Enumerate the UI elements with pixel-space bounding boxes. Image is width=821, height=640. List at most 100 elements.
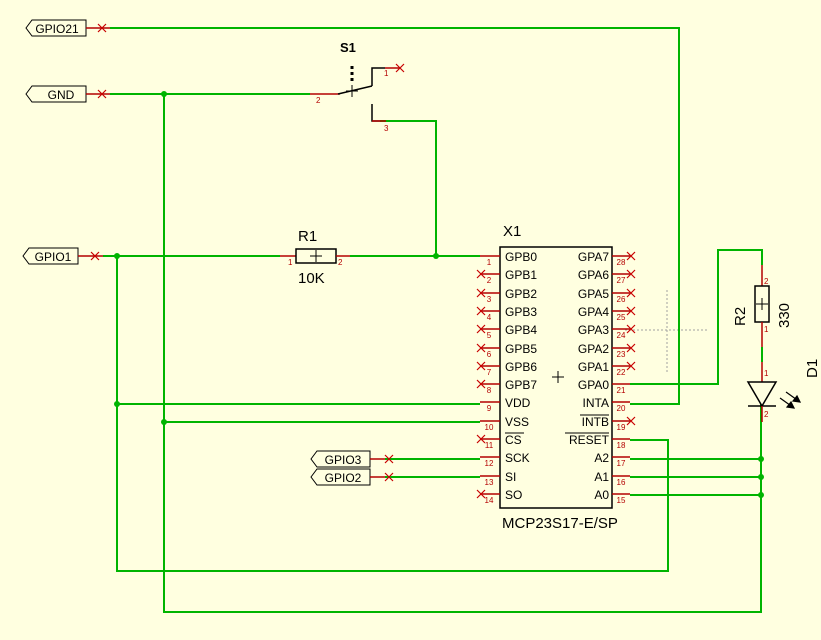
pin-label: GPB6: [505, 360, 537, 374]
pin-label: SCK: [505, 451, 530, 465]
origin-cross: [346, 85, 358, 97]
junction-dot: [114, 253, 120, 259]
chip-name: X1: [503, 223, 521, 240]
port-gnd[interactable]: GND: [25, 85, 110, 103]
port-gpio3[interactable]: GPIO3: [310, 450, 385, 468]
wire-gnd-led[interactable]: [163, 94, 762, 613]
junction-dot: [161, 419, 167, 425]
wire-switch-gpb0[interactable]: [380, 120, 437, 256]
no-connect-icon: [626, 324, 636, 334]
junction-dot: [758, 492, 764, 498]
no-connect-icon: [626, 306, 636, 316]
wire-gpa0-r2[interactable]: [630, 249, 763, 385]
port-gnd-label: GND: [48, 88, 75, 102]
pin-number: 22: [617, 368, 626, 377]
pin-label: GPA5: [578, 287, 609, 301]
pin-number: 13: [485, 478, 494, 487]
origin-cross: [552, 371, 564, 383]
x-mark-icon: [97, 23, 107, 33]
wire-gpio21-inta[interactable]: [110, 27, 680, 405]
svg-text:2: 2: [764, 410, 769, 419]
chip-part: MCP23S17-E/SP: [502, 515, 618, 532]
port-gpio21-label: GPIO21: [35, 22, 79, 36]
wire-gpio1-reset[interactable]: [116, 404, 669, 572]
no-connect-icon: [626, 269, 636, 279]
junction-dot: [161, 91, 167, 97]
port-gpio2[interactable]: GPIO2: [310, 468, 385, 486]
chip-pin-si[interactable]: 13 SI: [480, 470, 516, 487]
pin-label: INTB: [582, 415, 609, 429]
chip-pin-intb[interactable]: 19 INTB: [582, 415, 636, 432]
pin-label: GPA6: [578, 268, 609, 282]
pin-number: 19: [617, 423, 626, 432]
pin-label: GPB3: [505, 305, 537, 319]
no-connect-icon: [626, 343, 636, 353]
chip-pin-gpa6[interactable]: 27 GPA6: [578, 268, 636, 285]
junction-dot: [114, 401, 120, 407]
pin-label: GPB5: [505, 342, 537, 356]
port-gpio21[interactable]: GPIO21: [25, 19, 110, 37]
resistor-r2-value: 330: [776, 303, 793, 328]
pin-number: 27: [617, 276, 626, 285]
pin-number: 9: [487, 404, 492, 413]
pin-label: SI: [505, 470, 516, 484]
pin-label: GPA1: [578, 360, 609, 374]
junction-dot: [758, 474, 764, 480]
pin-label: GPA7: [578, 250, 609, 264]
port-gpio1[interactable]: GPIO1: [22, 247, 103, 265]
pin-label: INTA: [583, 396, 609, 410]
pin-number: 6: [487, 350, 492, 359]
x-mark-icon: [90, 251, 100, 261]
svg-text:1: 1: [764, 369, 769, 378]
svg-text:1: 1: [288, 258, 293, 267]
pin-number: 18: [617, 441, 626, 450]
port-gpio1-label: GPIO1: [35, 250, 72, 264]
no-connect-icon: [476, 489, 486, 499]
origin-cross: [756, 298, 768, 310]
pin-label: GPB2: [505, 287, 537, 301]
pin-number: 8: [487, 386, 492, 395]
x-mark-icon: [395, 63, 405, 73]
port-x-marks: [90, 23, 394, 482]
x-mark-icon: [384, 454, 394, 464]
led-d1[interactable]: 1 2 D1: [746, 359, 821, 422]
no-connect-icon: [476, 269, 486, 279]
resistor-r1[interactable]: R1 1 2 10K: [280, 228, 350, 287]
chip-pin-gpb5[interactable]: 6 GPB5: [476, 342, 537, 359]
switch-s1[interactable]: S1 1 2 3: [310, 40, 405, 133]
origin-cross: [310, 250, 322, 262]
svg-text:3: 3: [384, 124, 389, 133]
chip-pin-gpa1[interactable]: 22 GPA1: [578, 360, 636, 377]
port-gpio3-label: GPIO3: [325, 453, 362, 467]
wires: [103, 27, 763, 613]
pin-number: 7: [487, 368, 492, 377]
pin-number: 14: [485, 496, 494, 505]
chip-pin-gpb6[interactable]: 7 GPB6: [476, 360, 537, 377]
svg-text:1: 1: [764, 325, 769, 334]
resistor-r2[interactable]: 2 1 R2 330: [732, 265, 793, 347]
